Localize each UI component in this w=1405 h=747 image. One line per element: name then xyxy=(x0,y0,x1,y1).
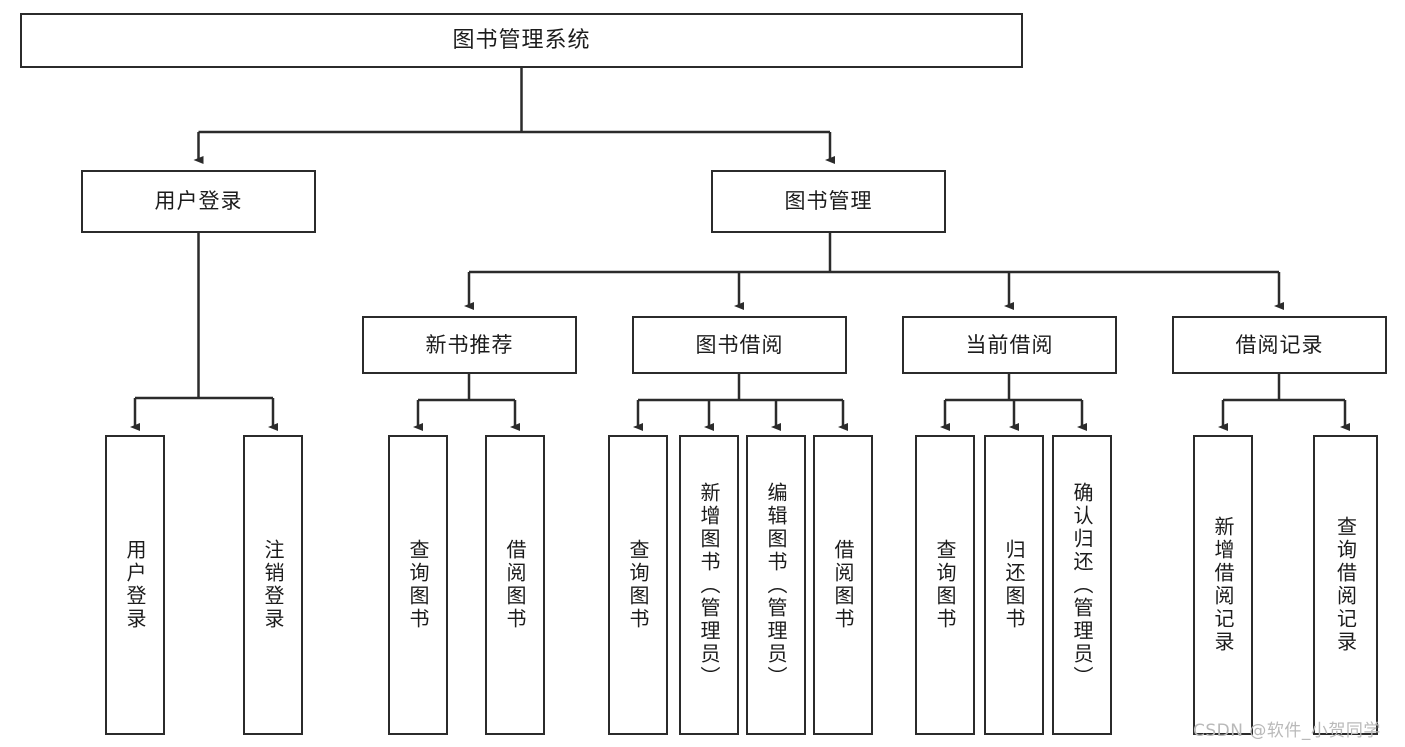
csdn-watermark: CSDN @软件_小贺同学 xyxy=(1193,721,1381,741)
leaf-add-borrow-record[interactable]: 新增借阅记录 xyxy=(1193,435,1253,735)
leaf-query-borrow-record[interactable]: 查询借阅记录 xyxy=(1313,435,1378,735)
node-root[interactable]: 图书管理系统 xyxy=(20,13,1023,68)
node-book-management[interactable]: 图书管理 xyxy=(711,170,946,233)
node-book-management-label: 图书管理 xyxy=(784,189,873,214)
leaf-query-books-borrow[interactable]: 查询图书 xyxy=(608,435,668,735)
leaf-borrow-books-recommend-label: 借阅图书 xyxy=(503,539,527,631)
node-new-book-recommend[interactable]: 新书推荐 xyxy=(362,316,577,374)
leaf-query-books-recommend-label: 查询图书 xyxy=(406,539,430,631)
leaf-return-book[interactable]: 归还图书 xyxy=(984,435,1044,735)
leaf-return-book-label: 归还图书 xyxy=(1002,539,1026,631)
node-user-login[interactable]: 用户登录 xyxy=(81,170,316,233)
leaf-lend-book[interactable]: 借阅图书 xyxy=(813,435,873,735)
leaf-query-books-recommend[interactable]: 查询图书 xyxy=(388,435,448,735)
leaf-edit-book-admin-label: 编辑图书（管理员） xyxy=(764,481,788,689)
leaf-query-borrow-record-label: 查询借阅记录 xyxy=(1333,516,1358,654)
leaf-user-login-label: 用户登录 xyxy=(123,539,147,631)
node-book-borrow[interactable]: 图书借阅 xyxy=(632,316,847,374)
leaf-lend-book-label: 借阅图书 xyxy=(831,539,855,631)
leaf-add-borrow-record-label: 新增借阅记录 xyxy=(1211,516,1235,654)
node-root-label: 图书管理系统 xyxy=(452,27,591,53)
node-current-borrow-label: 当前借阅 xyxy=(965,332,1054,357)
leaf-logout-label: 注销登录 xyxy=(261,539,285,631)
leaf-edit-book-admin[interactable]: 编辑图书（管理员） xyxy=(746,435,806,735)
leaf-logout[interactable]: 注销登录 xyxy=(243,435,303,735)
node-current-borrow[interactable]: 当前借阅 xyxy=(902,316,1117,374)
leaf-add-book-admin-label: 新增图书（管理员） xyxy=(697,481,721,689)
node-borrow-records-label: 借阅记录 xyxy=(1235,332,1324,357)
leaf-confirm-return-admin[interactable]: 确认归还（管理员） xyxy=(1052,435,1112,735)
leaf-query-books-current[interactable]: 查询图书 xyxy=(915,435,975,735)
leaf-user-login[interactable]: 用户登录 xyxy=(105,435,165,735)
node-new-book-recommend-label: 新书推荐 xyxy=(425,332,514,357)
node-book-borrow-label: 图书借阅 xyxy=(695,332,784,357)
leaf-borrow-books-recommend[interactable]: 借阅图书 xyxy=(485,435,545,735)
leaf-query-books-borrow-label: 查询图书 xyxy=(626,539,650,631)
leaf-query-books-current-label: 查询图书 xyxy=(933,539,957,631)
node-borrow-records[interactable]: 借阅记录 xyxy=(1172,316,1387,374)
leaf-confirm-return-admin-label: 确认归还（管理员） xyxy=(1070,481,1094,689)
leaf-add-book-admin[interactable]: 新增图书（管理员） xyxy=(679,435,739,735)
node-user-login-label: 用户登录 xyxy=(154,189,243,214)
